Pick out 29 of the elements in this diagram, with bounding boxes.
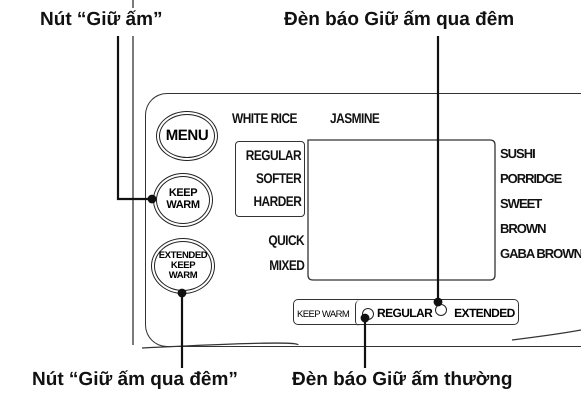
course-name: SOFTER	[256, 169, 301, 188]
lamp-label: EXTENDED	[454, 306, 515, 320]
keep-warm-indicator-box	[293, 299, 519, 325]
callout-text: Nút “Giữ ấm qua đêm”	[32, 369, 238, 390]
course-name: BROWN	[500, 221, 546, 236]
course-name: MIXED	[268, 257, 304, 273]
course-option-box	[235, 141, 305, 217]
button-label: KEEP WARM	[165, 188, 201, 212]
course-name: SUSHI	[500, 146, 535, 161]
course-name: REGULAR	[246, 146, 301, 165]
course-name: SWEET	[500, 196, 542, 211]
course-name: HARDER	[253, 192, 301, 211]
callout-text: Nút “Giữ ấm”	[40, 9, 162, 30]
leader-line	[178, 288, 186, 368]
control-panel	[145, 93, 581, 347]
course-name: GABA BROWN	[500, 246, 581, 261]
callout-text: Đèn báo Giữ ấm thường	[292, 369, 512, 390]
course-name: WHITE RICE	[232, 110, 297, 126]
indicator-lamp	[435, 304, 447, 316]
indicator-title: KEEP WARM	[297, 309, 350, 320]
leader-line	[434, 36, 442, 306]
course-name: JASMINE	[330, 110, 380, 126]
button-label: MENU	[164, 128, 210, 144]
leader-line	[360, 314, 370, 368]
course-name: QUICK	[268, 232, 304, 248]
button-label: EXTENDED KEEP WARM	[158, 251, 208, 281]
lamp-label: REGULAR	[377, 306, 432, 320]
course-name: PORRIDGE	[500, 171, 562, 186]
callout-text: Đèn báo Giữ ấm qua đêm	[284, 9, 514, 30]
